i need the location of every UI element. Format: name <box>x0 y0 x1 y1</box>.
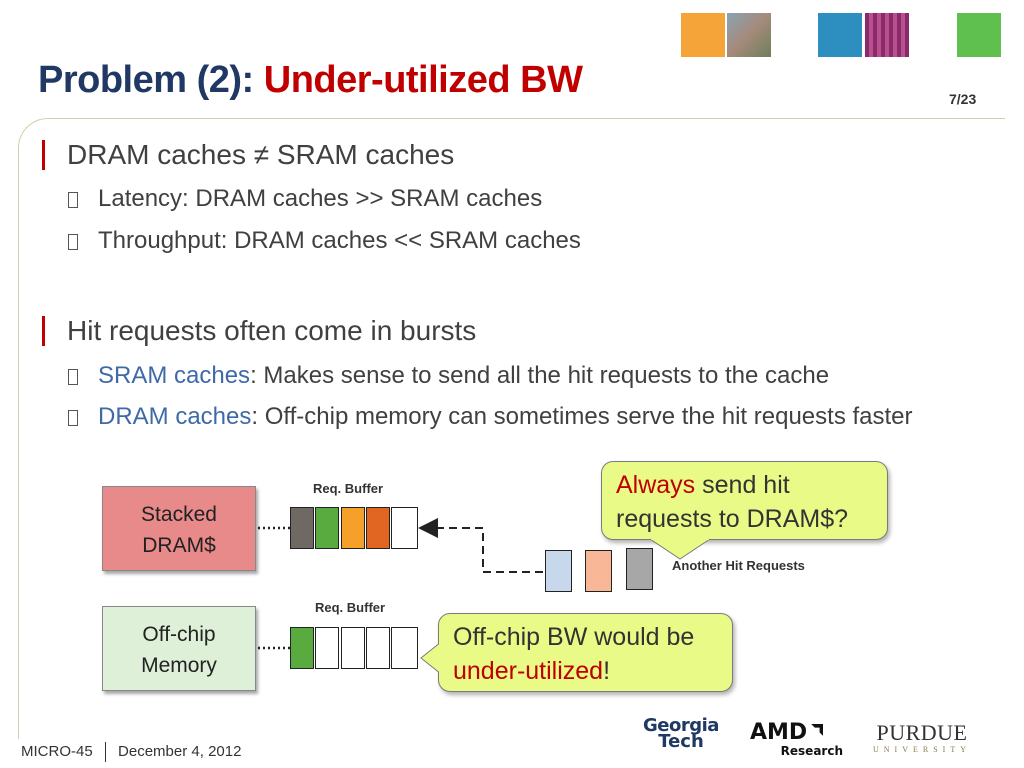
slide-number: 7/23 <box>949 91 977 107</box>
buffer-cell <box>341 507 365 549</box>
sub-bullet-icon <box>68 192 78 208</box>
sub-bullet-1-1: Latency: DRAM caches >> SRAM caches <box>98 185 543 212</box>
sub-bullet-icon <box>68 410 78 426</box>
buffer-cell <box>315 627 339 669</box>
buffer-cell <box>391 627 418 669</box>
callout1-rest: send hit <box>695 471 790 499</box>
purdue-line2: UNIVERSITY <box>873 745 971 754</box>
content-frame <box>18 118 1005 739</box>
callout2-line1: Off-chip BW would be <box>453 623 695 651</box>
callout2-rest: ! <box>603 657 611 685</box>
bullet-1: DRAM caches ≠ SRAM caches <box>67 139 455 170</box>
amd-arrow-icon <box>811 724 824 736</box>
buffer-cell <box>290 507 314 549</box>
header-blue-square <box>818 13 862 57</box>
purdue-logo: PURDUE UNIVERSITY <box>872 722 972 756</box>
amd-text: AMD <box>750 720 808 745</box>
buffer-cell <box>290 627 314 669</box>
req-buffer-2 <box>290 627 418 669</box>
callout1-tail <box>650 538 711 560</box>
footer-conference: MICRO-45 <box>21 742 93 760</box>
buffer-cell <box>391 507 418 549</box>
buffer-cell <box>315 507 339 549</box>
hit-request-block <box>545 550 572 592</box>
callout-always-send: Always send hit requests to DRAM$? <box>601 461 888 540</box>
sub-bullet-2-1-text: : Makes sense to send all the hit reques… <box>250 362 830 389</box>
sram-caches-highlight: SRAM caches <box>98 362 251 389</box>
bullet-bar-2 <box>42 316 45 346</box>
purdue-line1: PURDUE <box>876 720 968 745</box>
slide-title: Problem (2): Under-utilized BW <box>38 56 583 104</box>
req-buffer-1 <box>290 507 418 549</box>
callout-always-word: Always <box>616 471 696 499</box>
hit-request-block <box>626 548 653 590</box>
bullet-bar-1 <box>42 140 45 170</box>
offchip-line1: Off-chip <box>142 623 216 646</box>
stacked-dram-box: Stacked DRAM$ <box>102 486 256 571</box>
offchip-line2: Memory <box>141 654 217 677</box>
hit-request-block <box>585 550 612 592</box>
req-buffer-label-2: Req. Buffer <box>315 600 386 615</box>
stacked-line2: DRAM$ <box>142 534 216 557</box>
offchip-memory-box: Off-chip Memory <box>102 606 256 691</box>
callout2-red: under-utilized <box>453 657 604 685</box>
callout-underutilized: Off-chip BW would be under-utilized! <box>438 613 733 692</box>
header-circuit-square <box>865 13 909 57</box>
gt-line1: Georgia <box>643 715 719 736</box>
stacked-line1: Stacked <box>141 503 217 526</box>
sub-bullet-1-2: Throughput: DRAM caches << SRAM caches <box>98 227 581 254</box>
header-orange-square <box>681 13 725 57</box>
header-green-square <box>957 13 1001 57</box>
buffer-cell <box>341 627 365 669</box>
title-part2: Under-utilized BW <box>263 59 583 101</box>
amd-research-logo: AMD Research <box>750 722 845 759</box>
sub-bullet-icon <box>68 369 78 385</box>
footer-date: December 4, 2012 <box>118 742 242 760</box>
gt-line2: Tech <box>658 731 704 752</box>
callout1-line2: requests to DRAM$? <box>616 505 849 533</box>
georgia-tech-logo: Georgia Tech <box>636 715 726 752</box>
req-buffer-label-1: Req. Buffer <box>313 481 384 496</box>
footer: MICRO-45 December 4, 2012 <box>21 742 241 762</box>
dram-caches-highlight: DRAM caches <box>98 403 252 430</box>
callout2-tail <box>420 641 442 675</box>
sub-bullet-2-2-text: : Off-chip memory can sometimes serve th… <box>251 403 913 430</box>
header-photo-square <box>727 13 771 57</box>
amd-line1: AMD <box>750 722 845 744</box>
another-hit-requests-label: Another Hit Requests <box>672 558 805 573</box>
bullet-2: Hit requests often come in bursts <box>67 315 477 346</box>
title-part1: Problem (2): <box>38 59 264 101</box>
amd-line2: Research <box>780 744 843 758</box>
hit-request-arrow <box>418 518 543 573</box>
buffer-cell <box>366 627 390 669</box>
sub-bullet-icon <box>68 234 78 250</box>
buffer-cell <box>366 507 390 549</box>
sub-bullet-2-2: DRAM caches: Off-chip memory can sometim… <box>98 402 913 432</box>
sub-bullet-2-1: SRAM caches: Makes sense to send all the… <box>98 361 829 391</box>
footer-divider <box>104 742 106 762</box>
